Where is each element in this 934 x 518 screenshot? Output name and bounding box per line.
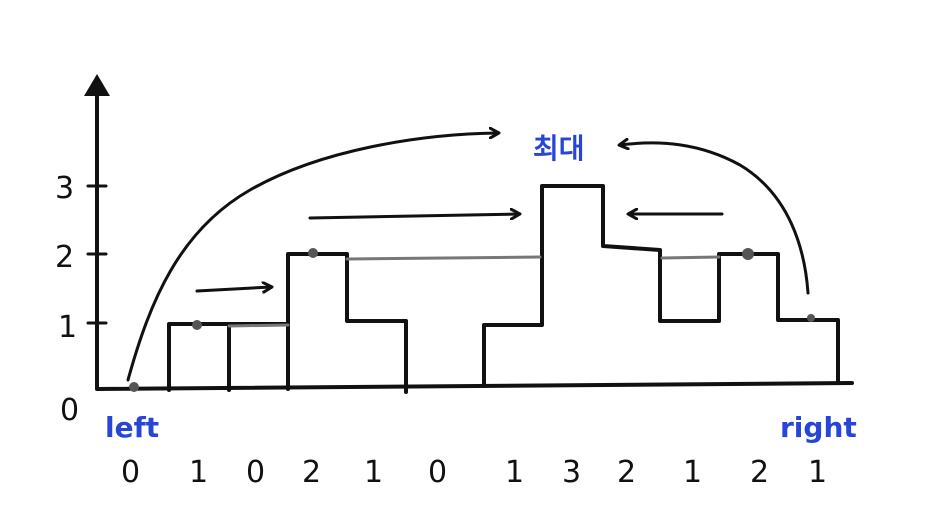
dot-left-start [129, 382, 139, 392]
max-label: 최대 [533, 132, 585, 165]
y-label-3: 3 [55, 171, 74, 206]
x-label-8: 2 [617, 455, 636, 490]
x-label-4: 1 [364, 455, 383, 490]
bar-height-1a [167, 322, 231, 392]
water-line-2-left [345, 255, 542, 261]
y-axis-arrowhead [84, 74, 110, 96]
axes [84, 74, 854, 391]
dot-right-2 [742, 248, 754, 260]
blue-labels: 최대 left right [105, 132, 857, 444]
x-label-10: 2 [750, 455, 769, 490]
pointer-dots [129, 248, 815, 392]
x-label-9: 1 [683, 455, 702, 490]
dot-1 [192, 320, 202, 330]
water-lines [227, 255, 721, 328]
elevation-bars [167, 184, 840, 394]
water-line-2-right [660, 255, 721, 260]
y-label-2: 2 [55, 240, 74, 275]
x-label-7: 3 [562, 455, 581, 490]
left-label: left [105, 411, 159, 444]
arrow-right-to-max [620, 143, 810, 295]
x-axis-labels: 0 1 0 2 1 0 1 3 2 1 2 1 [121, 455, 827, 490]
arrow-left-to-max [126, 133, 498, 382]
x-axis [95, 381, 854, 391]
x-label-1: 1 [189, 455, 208, 490]
dot-2 [308, 248, 318, 258]
x-label-6: 1 [505, 455, 524, 490]
arrow-long-right [308, 214, 519, 218]
dot-right-1 [807, 314, 815, 322]
x-label-5: 0 [428, 455, 447, 490]
x-label-0: 0 [121, 455, 140, 490]
arrows [126, 133, 810, 382]
y-label-1: 1 [58, 310, 77, 345]
right-label: right [780, 411, 857, 444]
water-line-1 [227, 323, 290, 328]
x-label-2: 0 [246, 455, 265, 490]
bar-heights-1-3-2-1-2-1 [482, 184, 840, 388]
x-label-11: 1 [808, 455, 827, 490]
y-axis-labels: 0 1 2 3 [55, 171, 79, 428]
arrow-small-right [195, 287, 271, 291]
x-label-3: 2 [302, 455, 321, 490]
y-label-0: 0 [60, 393, 79, 428]
bar-height-2-and-1 [286, 252, 408, 394]
